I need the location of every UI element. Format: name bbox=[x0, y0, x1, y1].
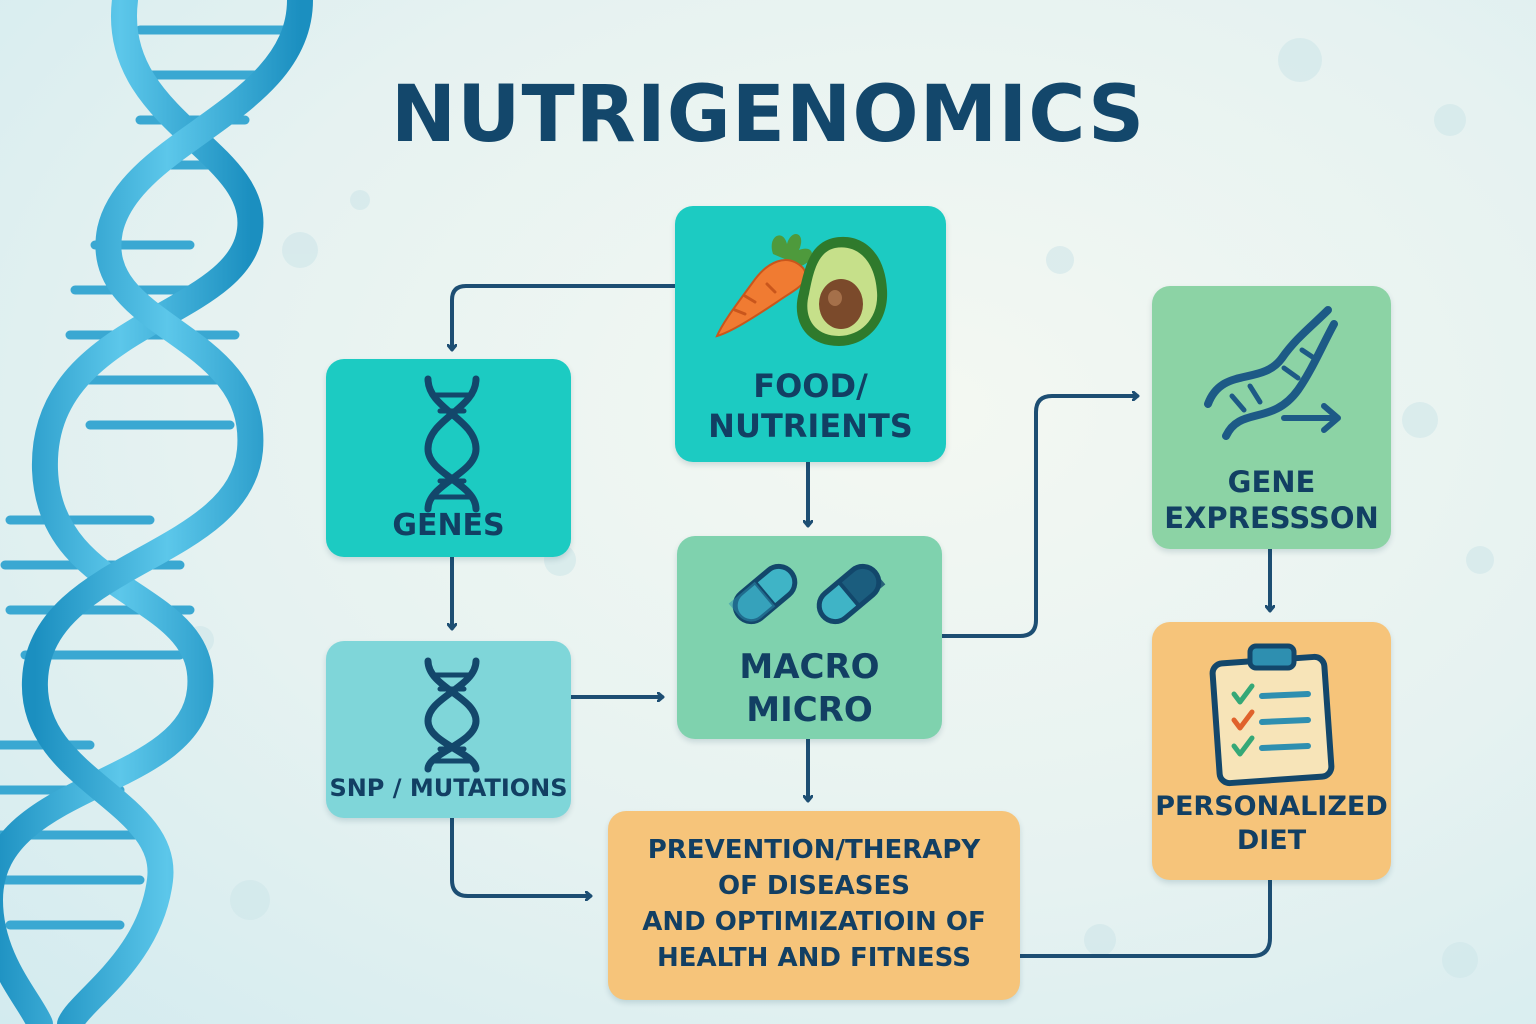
prevention-label-line4: HEALTH AND FITNESS bbox=[657, 942, 971, 973]
snp-mutations-node: SNP / MUTATIONS bbox=[326, 641, 571, 818]
prevention-label-line3: AND OPTIMIZATIOIN OF bbox=[642, 906, 986, 937]
arrow-food-to-genes bbox=[452, 284, 677, 349]
personalized-diet-label-line2: DIET bbox=[1236, 824, 1307, 856]
line-prevention-to-pdiet bbox=[1018, 878, 1272, 958]
gene-expression-node: GENE EXPRESSSON bbox=[1152, 286, 1391, 549]
personalized-diet-node: PERSONALIZED DIET bbox=[1152, 622, 1391, 880]
dna-icon bbox=[424, 657, 480, 773]
gene-expression-label-line1: GENE bbox=[1227, 465, 1316, 499]
dna-icon bbox=[424, 375, 480, 513]
gene-expression-label-line2: EXPRESSSON bbox=[1164, 501, 1379, 536]
avocado-icon bbox=[796, 236, 888, 346]
background-molecules bbox=[186, 38, 1494, 978]
food-label-line1: FOOD/ bbox=[753, 367, 868, 405]
food-nutrients-node: FOOD/ NUTRIENTS bbox=[675, 206, 946, 462]
prevention-therapy-node: PREVENTION/THERAPY OF DISEASES AND OPTIM… bbox=[608, 811, 1020, 1000]
capsule-icon bbox=[816, 563, 886, 625]
personalized-diet-label-line1: PERSONALIZED bbox=[1155, 791, 1388, 822]
macro-micro-node: MACRO MICRO bbox=[677, 536, 942, 739]
carrot-icon bbox=[715, 233, 813, 338]
clipboard-checklist-icon bbox=[1209, 643, 1335, 787]
dna-arrow-icon bbox=[1204, 306, 1341, 440]
prevention-label-line1: PREVENTION/THERAPY bbox=[647, 835, 981, 865]
capsule-icon bbox=[728, 563, 798, 625]
macro-label-line1: MACRO bbox=[739, 647, 880, 687]
genes-node: GENES bbox=[326, 359, 571, 557]
genes-label: GENES bbox=[392, 508, 505, 543]
arrow-snp-to-prevention bbox=[450, 816, 590, 896]
food-label-line2: NUTRIENTS bbox=[708, 407, 913, 445]
arrow-macro-to-geneexp bbox=[940, 396, 1137, 638]
page-title: NUTRIGENOMICS bbox=[390, 70, 1146, 160]
prevention-label-line2: OF DISEASES bbox=[718, 870, 910, 901]
snp-label: SNP / MUTATIONS bbox=[329, 774, 568, 802]
macro-label-line2: MICRO bbox=[746, 689, 873, 730]
dna-helix-icon bbox=[0, 0, 313, 1024]
